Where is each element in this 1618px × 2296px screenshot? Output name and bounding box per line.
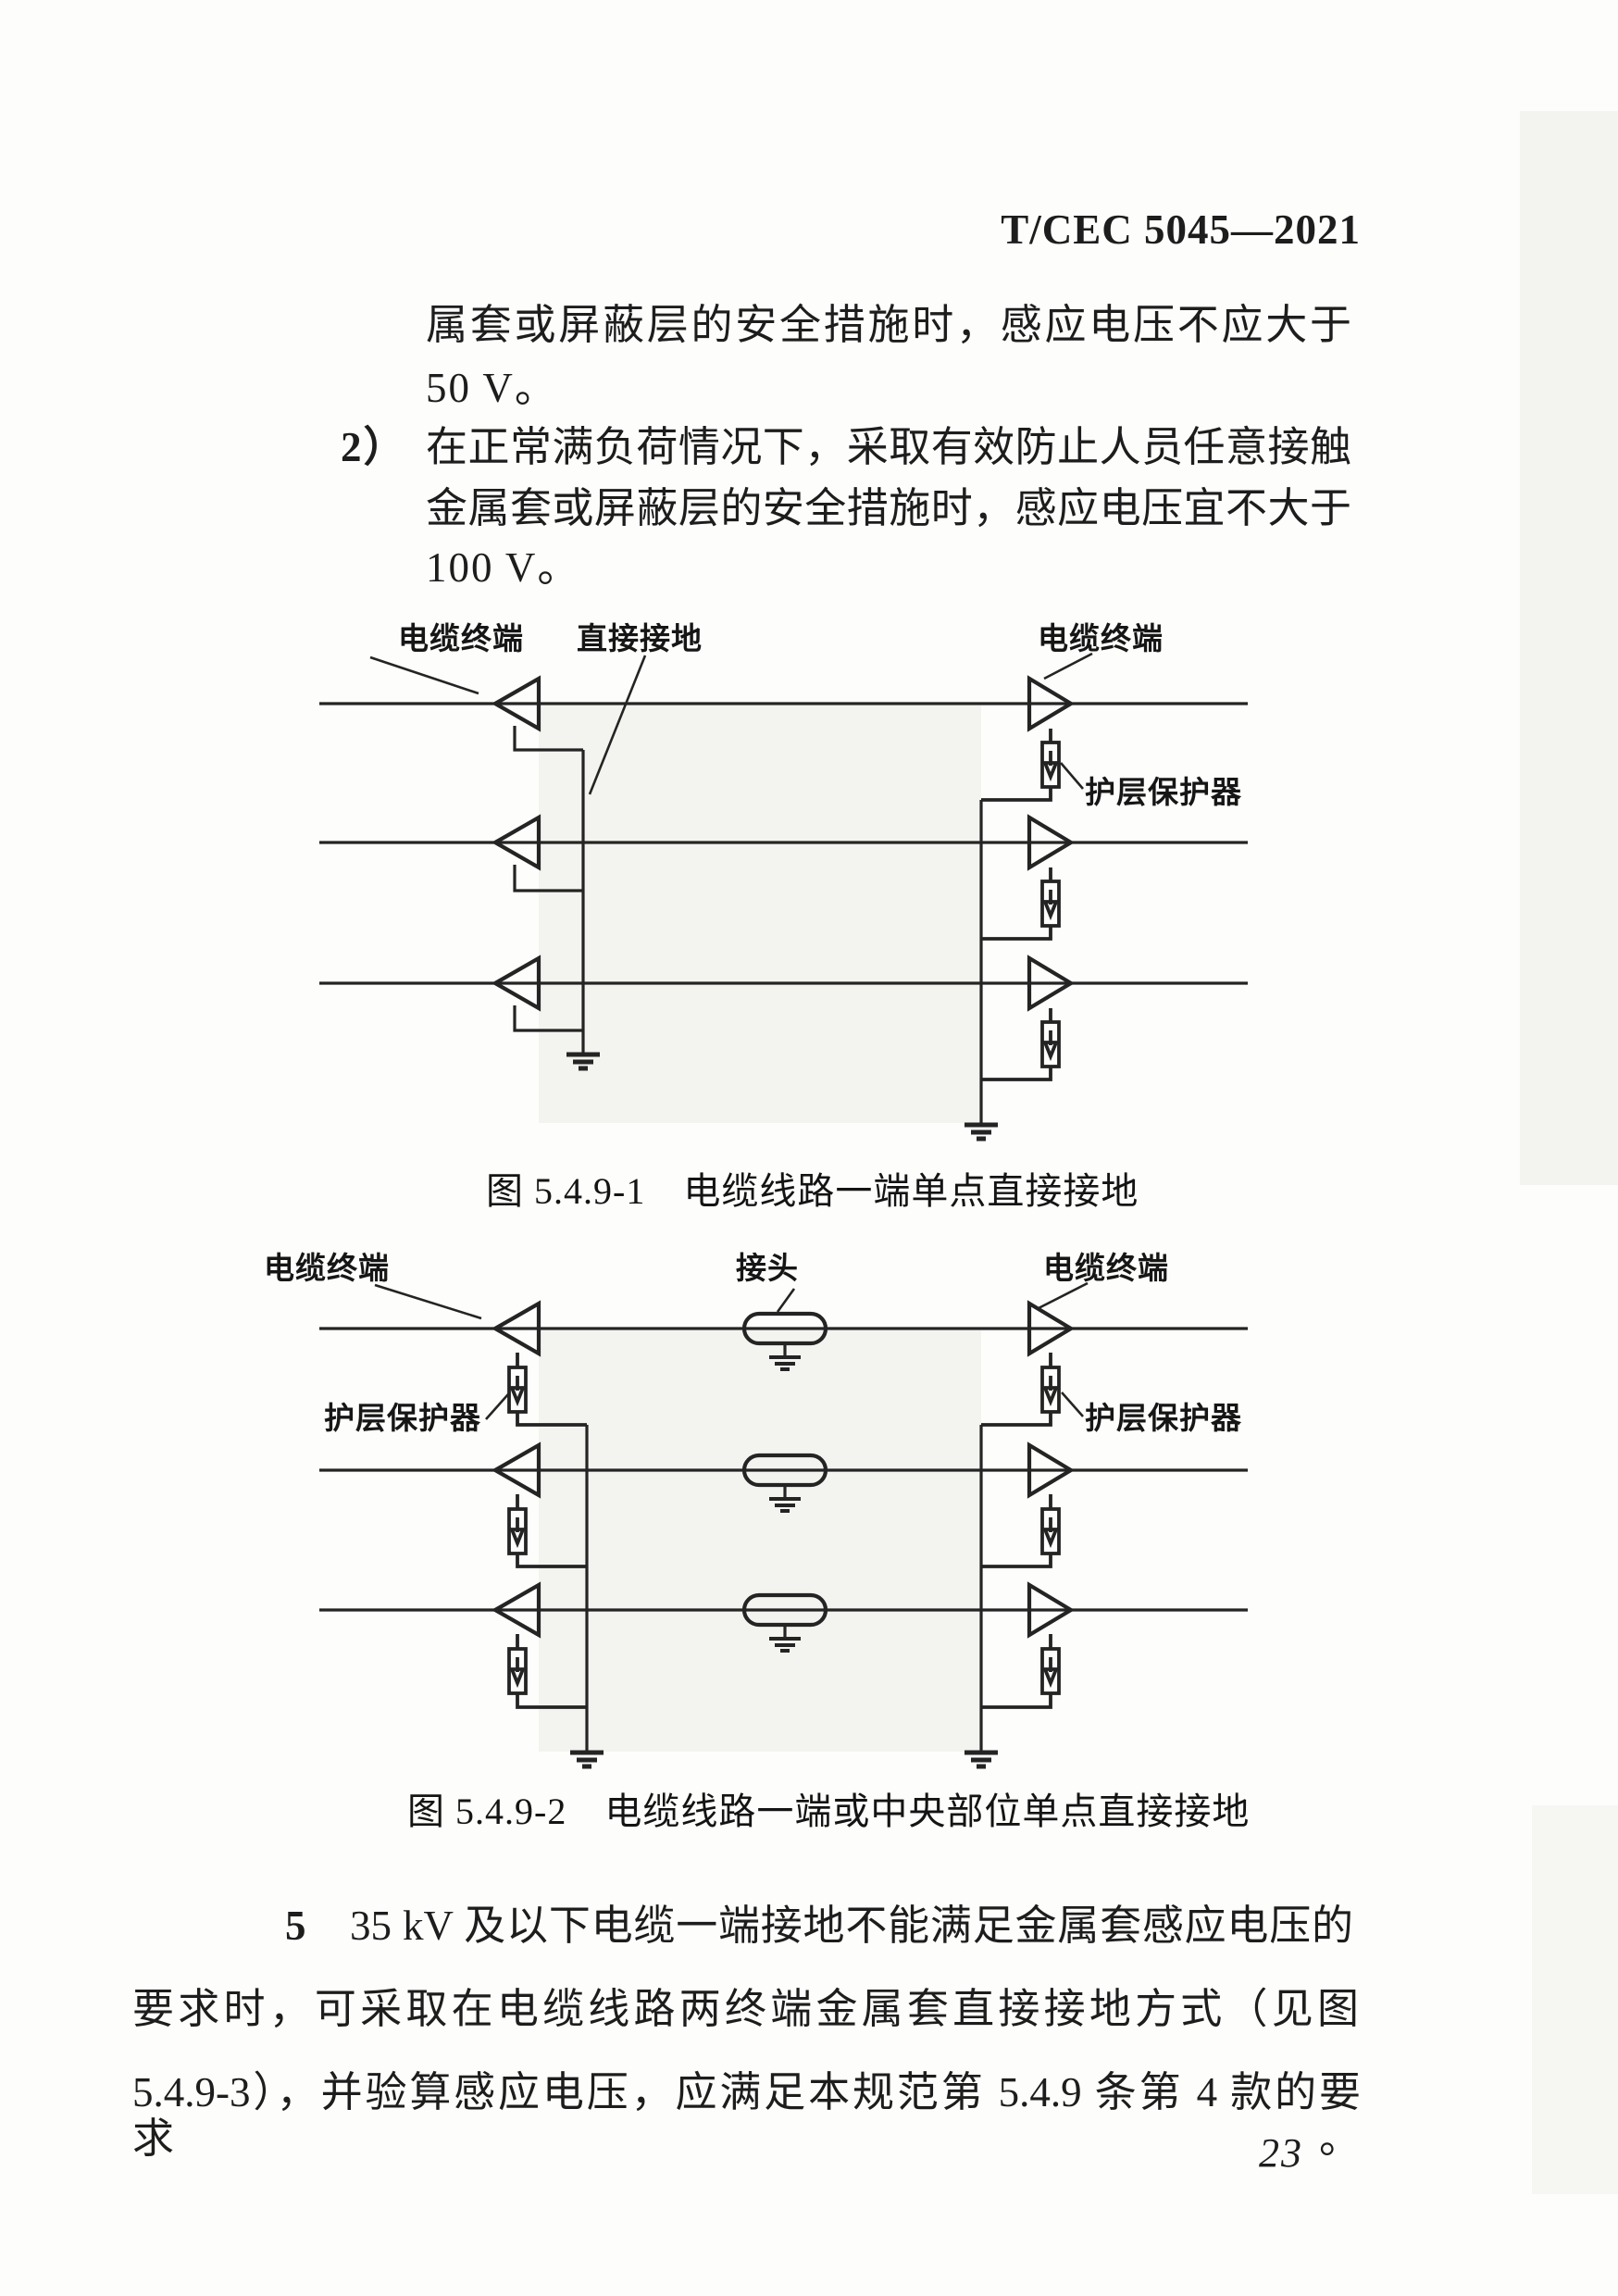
label-leader [374,1283,482,1320]
bond-lead [981,1067,1052,1081]
label-leader [1060,762,1084,790]
sheath-protector-symbol [1040,1020,1061,1068]
bond-lead [981,787,1052,802]
bond-lead [516,1693,587,1709]
paragraph-line: 100 V。 [426,544,581,591]
paragraph-line: 属套或屏蔽层的安全措施时，感应电压不应大于 [426,302,1351,348]
figure-2-caption: 图 5.4.9-2 电缆线路一端或中央部位单点直接接地 [407,1791,1251,1832]
paragraph-line: 35 kV 及以下电缆一端接地不能满足金属套感应电压的 [350,1903,1353,1949]
sheath-protector-symbol [1040,880,1061,928]
fig1-sheath-protector-label: 护层保护器 [1085,775,1242,809]
scan-artifact-band [1532,1805,1618,2194]
bond-lead [516,1554,587,1568]
label-leader [1036,1281,1089,1311]
clause-number: 5 [285,1903,308,1949]
scan-wash [539,1330,981,1752]
label-leader [485,1393,509,1420]
figure-1-caption: 图 5.4.9-1 电缆线路一端单点直接接地 [486,1170,1139,1212]
bond-lead [981,1554,1052,1568]
paragraph-line: 在正常满负荷情况下，采取有效防止人员任意接触 [426,424,1351,470]
paragraph-line: 5.4.9-3），并验算感应电压，应满足本规范第 5.4.9 条第 4 款的要求… [132,2069,1361,2162]
bond-lead [513,865,583,892]
bond-lead [981,1693,1052,1709]
fig2-cable-terminal-left-label: 电缆终端 [264,1251,390,1285]
document-code-header: T/CEC 5045—2021 [1001,206,1361,253]
sheath-protector-symbol [507,1507,528,1555]
label-leader [588,655,647,795]
sheath-protector-symbol [1040,1507,1061,1555]
page-number: 23 [1259,2130,1303,2176]
bond-lead [981,926,1052,941]
fig2-sheath-protector-left-label: 护层保护器 [324,1401,481,1435]
paragraph-line: 要求时，可采取在电缆线路两终端金属套直接接地方式（见图 [132,1986,1359,2032]
paragraph-line: 50 V。 [426,365,558,411]
ground-symbol [570,1753,604,1766]
label-leader [776,1288,796,1313]
scan-wash [539,705,981,1123]
fig1-cable-terminal-right-label: 电缆终端 [1038,621,1164,655]
label-leader [1043,652,1093,680]
sheath-protector-symbol [1040,1366,1061,1414]
bond-lead [981,1412,1052,1427]
label-leader [369,655,479,695]
bond-lead [516,1412,587,1427]
fig1-cable-terminal-left-label: 电缆终端 [398,621,524,655]
paragraph-line: 金属套或屏蔽层的安全措施时，感应电压宜不大于 [426,485,1351,531]
fig1-direct-ground-label: 直接接地 [577,621,703,655]
fig2-cable-terminal-right-label: 电缆终端 [1043,1251,1169,1285]
sheath-protector-symbol [1040,741,1061,789]
sheath-protector-symbol [507,1647,528,1695]
bond-lead [513,726,583,752]
list-item-marker: 2） [341,424,407,470]
figure-1-diagram [319,652,1248,1139]
fig2-sheath-protector-right-label: 护层保护器 [1085,1401,1242,1435]
scan-artifact-band [1520,111,1618,1185]
fig2-joint-label: 接头 [736,1251,799,1285]
ground-symbol [965,1125,998,1139]
label-leader [1061,1391,1084,1417]
figure-2-diagram [319,1281,1248,1766]
bond-lead [513,1005,583,1032]
ground-symbol [965,1753,998,1766]
sheath-protector-symbol [1040,1647,1061,1695]
sheath-protector-symbol [507,1366,528,1414]
